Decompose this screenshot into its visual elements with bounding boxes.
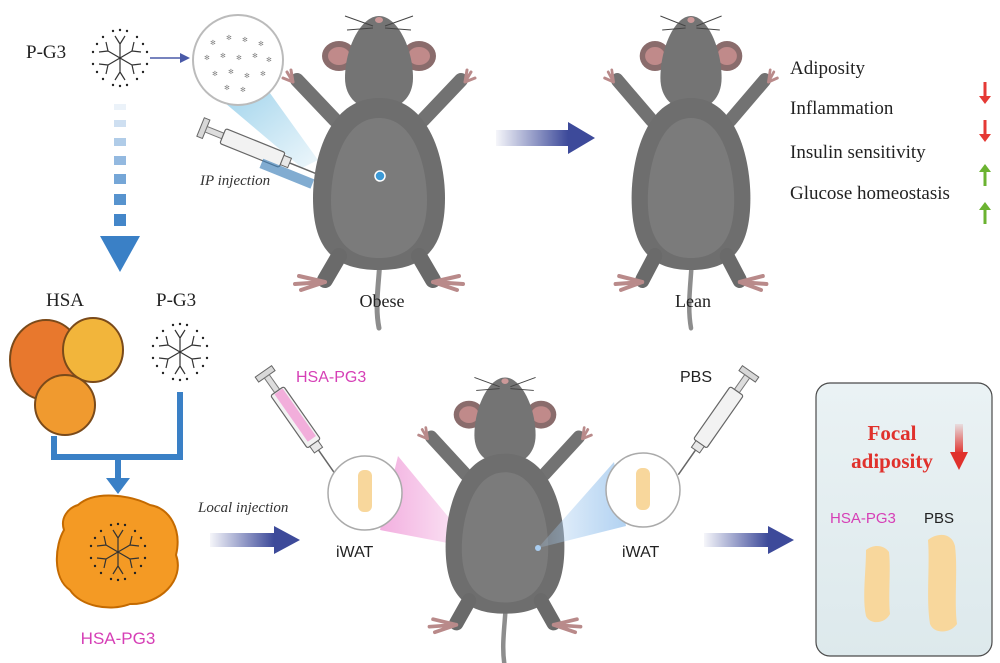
svg-text:✻: ✻: [228, 68, 234, 76]
dendrimer-icon: [91, 28, 149, 88]
outcome-insulin: Insulin sensitivity: [790, 142, 926, 163]
iwat-right-label: iWAT: [622, 544, 660, 561]
svg-text:✻: ✻: [236, 54, 242, 62]
svg-text:✻: ✻: [212, 70, 218, 78]
svg-text:✻: ✻: [224, 84, 230, 92]
up-arrow-icon: [979, 202, 991, 224]
svg-text:✻: ✻: [266, 56, 272, 64]
result-left-label: HSA-PG3: [830, 510, 896, 527]
result-title-line1: Focal: [868, 421, 917, 445]
svg-text:✻: ✻: [220, 52, 226, 60]
svg-text:✻: ✻: [258, 40, 264, 48]
svg-text:✻: ✻: [210, 39, 216, 47]
svg-text:✻: ✻: [226, 34, 232, 42]
iwat-magnifier-right: [535, 452, 681, 551]
hsa-protein-icon: [9, 317, 124, 436]
nanoparticle-magnifier: ✻✻✻✻ ✻✻✻✻✻ ✻✻✻✻ ✻✻: [192, 14, 318, 168]
syringe-left-label: HSA-PG3: [296, 369, 366, 386]
svg-text:✻: ✻: [260, 70, 266, 78]
bottom-pg3-label: P-G3: [156, 290, 196, 311]
dashed-down-arrow: [100, 104, 140, 272]
up-arrow-icon: [979, 164, 991, 186]
result-panel: Focal adiposity HSA-PG3 PBS: [815, 382, 993, 657]
fat-pad-hsa-pg3: [864, 546, 890, 623]
svg-text:✻: ✻: [252, 52, 258, 60]
fat-pad-pbs: [928, 534, 957, 632]
syringe-right-label: PBS: [680, 369, 712, 386]
svg-text:✻: ✻: [240, 86, 246, 94]
obese-label: Obese: [360, 291, 405, 311]
svg-text:✻: ✻: [204, 54, 210, 62]
top-pg3-label: P-G3: [26, 42, 66, 63]
local-injection-label: Local injection: [197, 500, 288, 516]
lean-mouse: [605, 16, 778, 328]
flow-arrow-top: [496, 122, 595, 154]
flow-arrow-result: [704, 526, 794, 554]
lean-label: Lean: [675, 291, 711, 311]
ip-injection-label: IP injection: [199, 173, 270, 189]
outcome-adiposity: Adiposity: [790, 58, 865, 79]
dendrimer-icon: [151, 322, 209, 382]
iwat-left-label: iWAT: [336, 544, 374, 561]
obese-mouse: [283, 16, 475, 328]
result-right-label: PBS: [924, 510, 954, 527]
merge-connector: [51, 392, 183, 480]
outcome-inflammation: Inflammation: [790, 98, 894, 119]
svg-text:✻: ✻: [244, 72, 250, 80]
down-arrow-icon: [979, 120, 991, 142]
outcome-glucose: Glucose homeostasis: [790, 183, 950, 204]
down-arrow-icon: [979, 82, 991, 104]
hsa-label: HSA: [46, 290, 84, 311]
flow-arrow-local: [210, 526, 300, 554]
decrease-arrow-icon: [950, 424, 968, 470]
result-title-line2: adiposity: [851, 449, 933, 473]
complex-label: HSA-PG3: [81, 629, 156, 648]
hsa-pg3-complex-icon: [55, 494, 179, 609]
svg-text:✻: ✻: [242, 36, 248, 44]
